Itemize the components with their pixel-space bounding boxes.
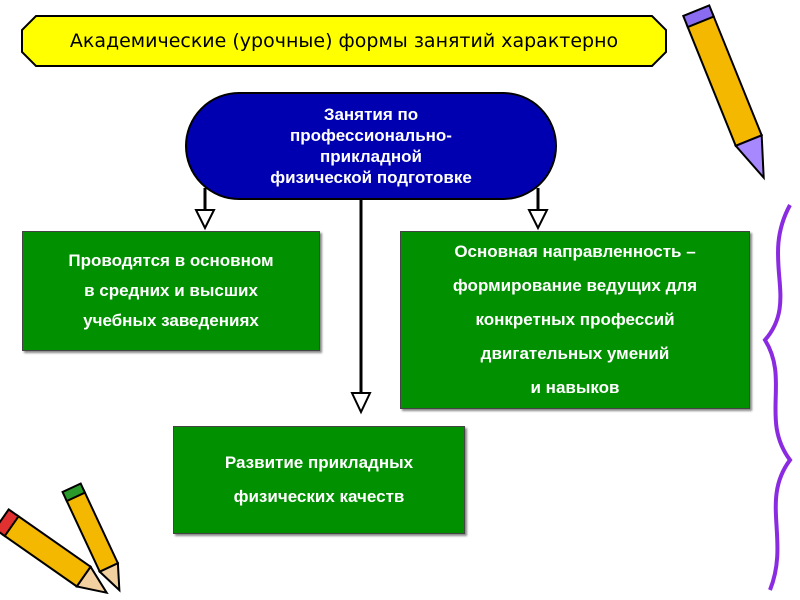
central-node: Занятия по профессионально- прикладной ф… bbox=[185, 92, 557, 200]
pencils-icon bbox=[0, 482, 121, 595]
text-line: профессионально- bbox=[290, 126, 452, 145]
slide-title: Академические (урочные) формы занятий ха… bbox=[69, 30, 619, 52]
title-banner bbox=[21, 15, 667, 67]
squiggle-line bbox=[762, 204, 793, 591]
text-line: прикладной bbox=[320, 147, 422, 166]
connector-arrows bbox=[194, 188, 549, 415]
right-node: Основная направленность – формирование в… bbox=[400, 231, 750, 409]
text-line: конкретных профессий bbox=[475, 310, 675, 329]
text-line: Занятия по bbox=[323, 105, 419, 124]
bottom-node: Развитие прикладных физических качеств bbox=[173, 426, 465, 534]
text-line: Проводятся в основном bbox=[68, 251, 274, 270]
text-line: и навыков bbox=[530, 378, 620, 397]
text-line: учебных заведениях bbox=[83, 311, 259, 330]
text-line: физической подготовке bbox=[270, 168, 472, 187]
text-line: Развитие прикладных bbox=[224, 453, 414, 472]
left-node: Проводятся в основном в средних и высших… bbox=[22, 231, 320, 351]
text-line: формирование ведущих для bbox=[452, 276, 698, 295]
text-line: в средних и высших bbox=[84, 281, 258, 300]
text-line: двигательных умений bbox=[480, 344, 670, 363]
text-line: Основная направленность – bbox=[454, 242, 696, 261]
text-line: физических качеств bbox=[233, 487, 405, 506]
pencil-icon bbox=[681, 4, 765, 181]
